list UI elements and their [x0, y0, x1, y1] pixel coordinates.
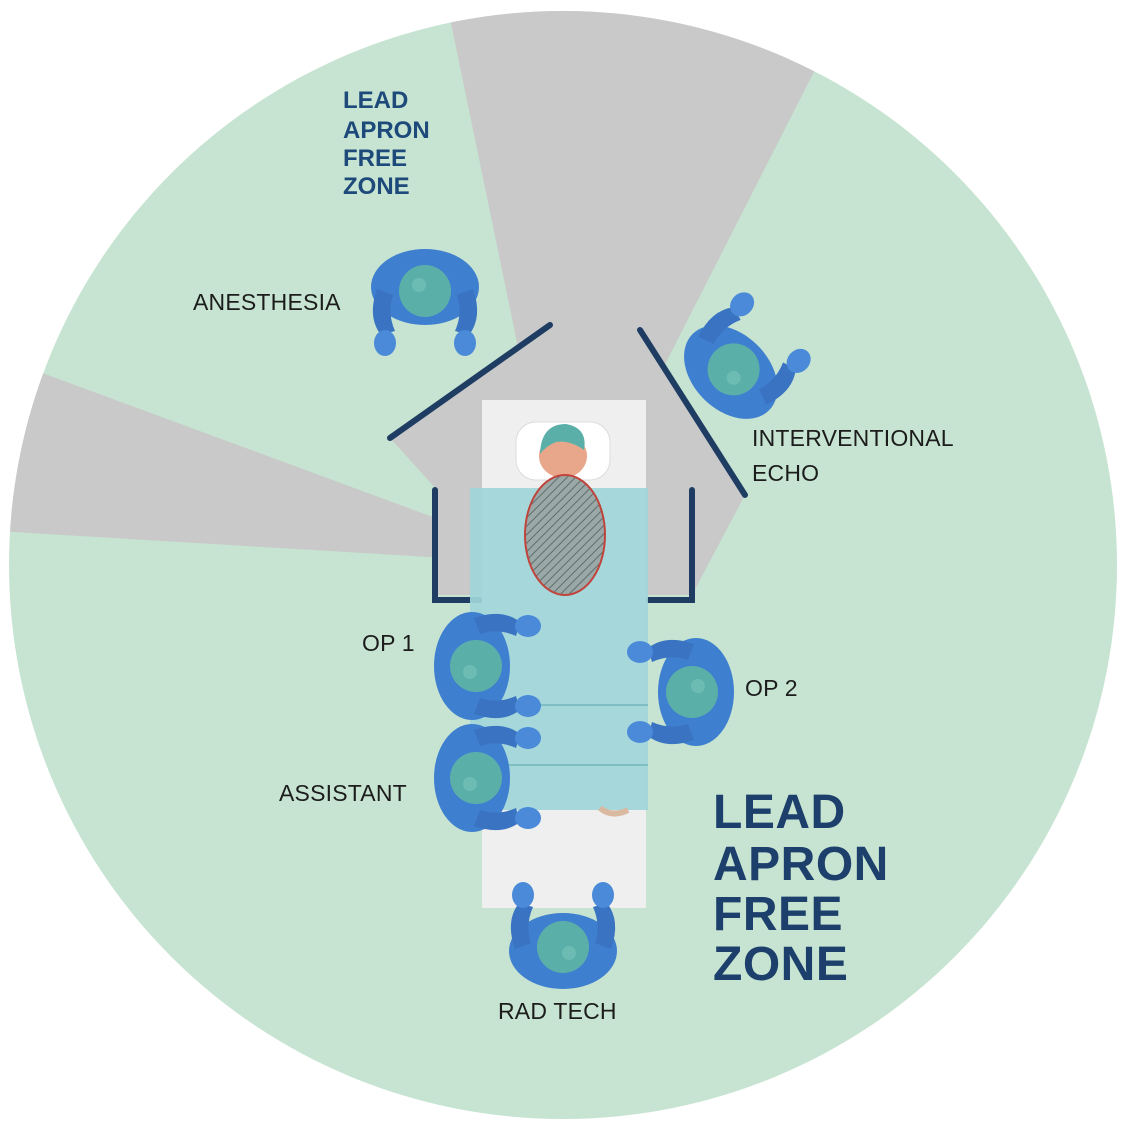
zone-label-large: LEAD APRON FREE ZONE — [713, 786, 889, 991]
label-assistant: ASSISTANT — [279, 780, 407, 806]
zone-label-large-line-3: FREE — [713, 888, 843, 941]
shield-anesthesia — [387, 322, 553, 441]
zone-label-large-line-4: ZONE — [713, 938, 848, 991]
label-interventional: INTERVENTIONAL — [752, 425, 954, 451]
label-rad-tech: RAD TECH — [498, 998, 617, 1024]
zone-label-large-line-2: APRON — [713, 838, 889, 891]
zone-label-small-line-1: LEAD — [343, 87, 408, 114]
zone-label-small-line-3: FREE — [343, 145, 407, 172]
exposure-wedge-left — [9, 350, 563, 565]
zone-label-small-line-4: ZONE — [343, 173, 410, 200]
heart-icon — [524, 474, 606, 596]
label-anesthesia: ANESTHESIA — [193, 289, 341, 315]
zone-label-small: LEAD APRON FREE ZONE — [343, 87, 430, 200]
patient-icon — [515, 421, 611, 481]
zone-label-small-line-2: APRON — [343, 117, 430, 144]
label-op1: OP 1 — [362, 630, 415, 656]
shield-echo — [637, 327, 748, 498]
label-op2: OP 2 — [745, 675, 798, 701]
zone-label-large-line-1: LEAD — [713, 786, 846, 839]
label-echo: ECHO — [752, 460, 819, 486]
